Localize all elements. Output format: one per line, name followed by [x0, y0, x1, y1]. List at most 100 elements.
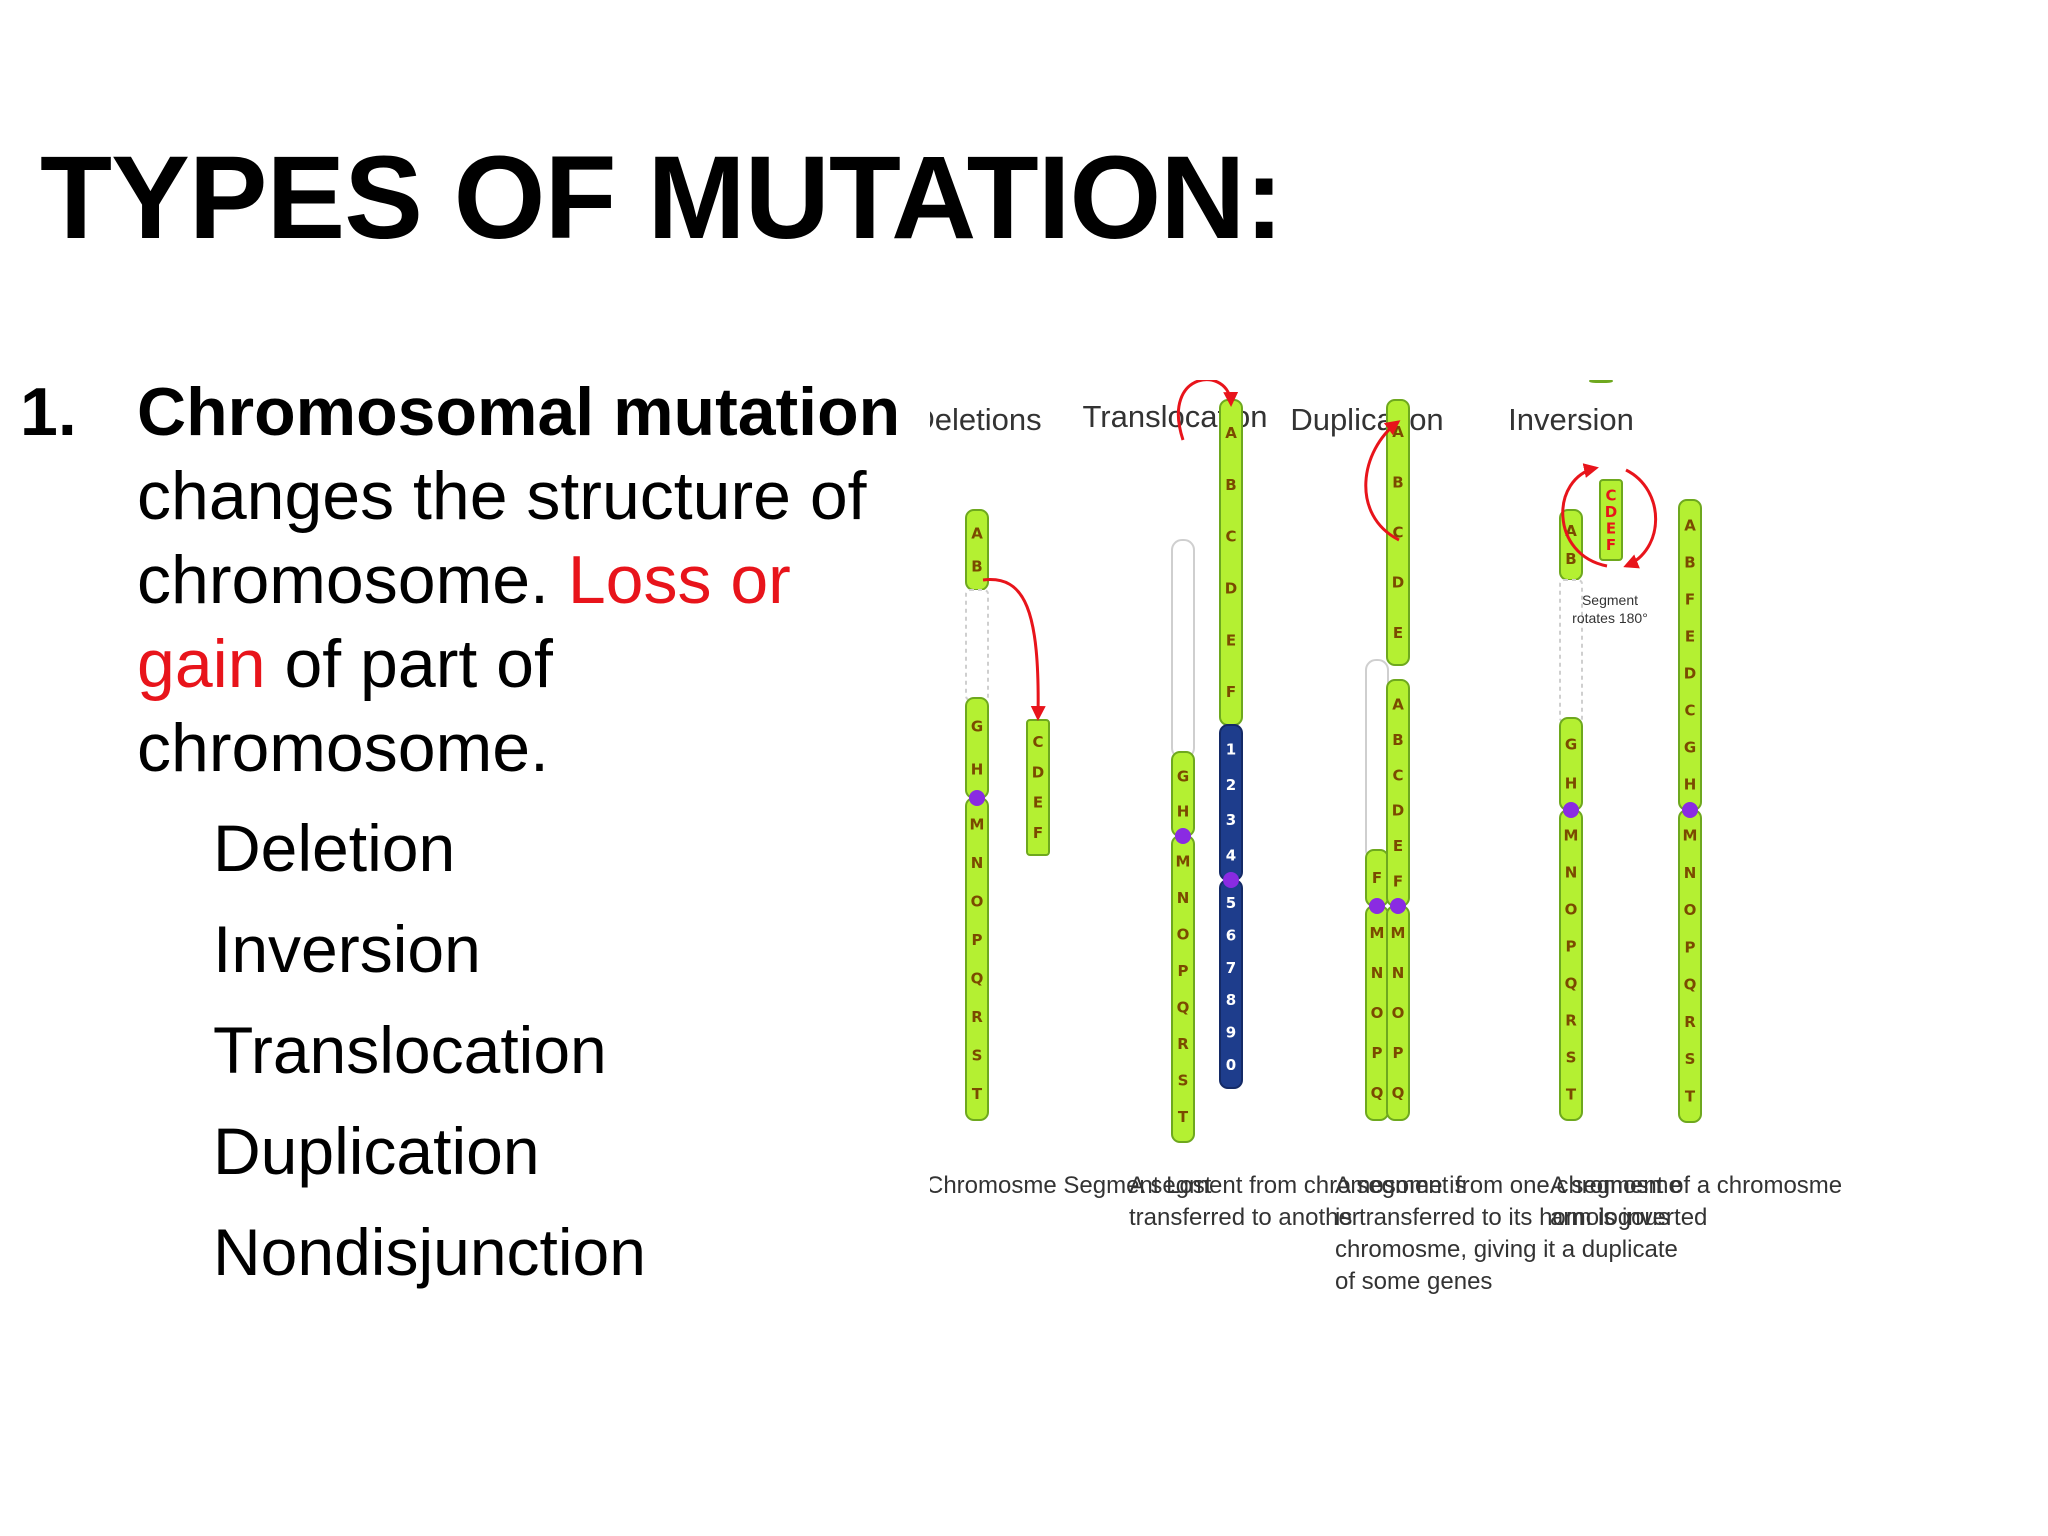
caption-inversion-line-1: A segment of a chromosme — [1550, 1172, 1842, 1199]
type-item-inversion: Inversion — [213, 912, 481, 986]
translocation-right-dark-top-gene-4: 4 — [1226, 846, 1236, 864]
inversion-right-top-gene-C: C — [1684, 702, 1695, 720]
translocation-right-top-gene-F: F — [1226, 683, 1236, 701]
point-text-1: changes the structure of chromosome. — [137, 458, 867, 618]
duplication-right-bottom-gene-Q: Q — [1392, 1084, 1405, 1102]
inversion-right-top-gene-D: D — [1684, 665, 1696, 683]
inversion-left-top-gene-B: B — [1565, 550, 1576, 568]
inversion-right-top-gene-A: A — [1684, 517, 1696, 535]
translocation-left-bottom-gene-T: T — [1178, 1108, 1189, 1126]
translocation-left-bottom-gene-N: N — [1177, 889, 1190, 907]
inversion-right-bottom-gene-S: S — [1685, 1050, 1696, 1068]
translocation-left-bottom-gene-P: P — [1178, 962, 1189, 980]
inversion-left-bottom-gene-N: N — [1565, 864, 1578, 882]
translocation-right-top-gene-B: B — [1225, 476, 1236, 494]
type-item-deletion: Deletion — [213, 811, 456, 885]
deletion-arrow — [982, 578, 1046, 721]
deletion-lost-segment-gene-D: D — [1032, 763, 1044, 781]
duplication-left-bottom-gene-Q: Q — [1371, 1084, 1384, 1102]
translocation-left-bottom-gene-M: M — [1176, 852, 1191, 870]
duplication-right-top-gene-E: E — [1393, 837, 1403, 855]
panel-heading-duplication: Duplication — [1290, 402, 1443, 437]
panel-heading-deletions: Deletions — [930, 402, 1042, 437]
duplication-right-centromere — [1390, 898, 1406, 914]
inversion-right-bottom-gene-R: R — [1684, 1013, 1696, 1031]
inversion-segment — [1599, 479, 1623, 561]
duplication-left-bottom-gene-P: P — [1372, 1044, 1383, 1062]
deletion-chromosome-mid — [965, 697, 989, 799]
duplication-right-bottom-gene-N: N — [1392, 964, 1405, 982]
duplication-short-top — [1589, 380, 1613, 383]
duplication-left-top-gene-F: F — [1372, 869, 1382, 887]
inversion-segment-gene-E: E — [1606, 519, 1616, 537]
translocation-right-dark-bottom-gene-8: 8 — [1226, 991, 1236, 1009]
point-bold-term: Chromosomal mutation — [137, 374, 901, 450]
translocation-left-bottom-gene-O: O — [1177, 925, 1190, 943]
deletion-lost-segment-gene-C: C — [1032, 733, 1043, 751]
inversion-right-top-gene-G: G — [1684, 739, 1696, 757]
inversion-arrow-right — [1623, 468, 1657, 569]
deletion-chromosome-top-gene-B: B — [971, 558, 982, 576]
inversion-left-bottom-gene-Q: Q — [1565, 975, 1578, 993]
deletion-chromosome-mid-gene-H: H — [971, 761, 984, 779]
inversion-left-mid-gene-G: G — [1565, 736, 1577, 754]
translocation-left-blank — [1171, 539, 1195, 759]
translocation-right-dark-bottom-gene-9: 9 — [1226, 1024, 1236, 1042]
inversion-note-line-1: Segment — [1582, 592, 1638, 608]
point-text-2: of part of chromosome. — [137, 626, 553, 786]
deletion-chromosome-bottom — [965, 797, 989, 1121]
inversion-right-bottom-gene-O: O — [1684, 901, 1697, 919]
inversion-right-bottom-gene-M: M — [1683, 827, 1698, 845]
inversion-left-bottom-gene-P: P — [1566, 938, 1577, 956]
inversion-left-gap — [1559, 579, 1583, 723]
deletion-chromosome-bottom-gene-P: P — [972, 931, 983, 949]
duplication-short-chromosome-gene-D: D — [1392, 574, 1404, 592]
duplication-short-chromosome-gene-E: E — [1393, 624, 1403, 642]
translocation-left-bottom — [1171, 835, 1195, 1143]
translocation-arrow — [1176, 380, 1239, 441]
translocation-right-centromere — [1223, 872, 1239, 888]
inversion-left-bottom-gene-M: M — [1564, 827, 1579, 845]
inversion-left-bottom-gene-O: O — [1565, 901, 1578, 919]
translocation-left-top-gene-G: G — [1177, 768, 1189, 786]
inversion-right-top — [1678, 499, 1702, 811]
duplication-right-top-gene-C: C — [1392, 766, 1403, 784]
deletion-lost-segment-gene-E: E — [1033, 794, 1043, 812]
duplication-left-bottom-gene-N: N — [1371, 964, 1384, 982]
translocation-right-dark-bottom-gene-7: 7 — [1226, 959, 1236, 977]
caption-translocation-line-1: A segment from chromosome is — [1129, 1172, 1466, 1199]
slide-title: TYPES OF MUTATION: — [40, 132, 1284, 264]
inversion-right-top-gene-H: H — [1684, 776, 1697, 794]
inversion-right-top-gene-B: B — [1684, 554, 1695, 572]
type-item-duplication: Duplication — [213, 1114, 540, 1188]
deletion-chromosome-bottom-gene-O: O — [971, 892, 984, 910]
translocation-right-top-gene-C: C — [1225, 528, 1236, 546]
inversion-segment-gene-F: F — [1606, 536, 1616, 554]
inversion-left-bottom-gene-T: T — [1566, 1086, 1577, 1104]
translocation-left-bottom-gene-S: S — [1178, 1071, 1189, 1089]
deletion-centromere — [969, 790, 985, 806]
inversion-right-bottom-gene-P: P — [1685, 938, 1696, 956]
point-body: Chromosomal mutation changes the structu… — [137, 370, 917, 790]
inversion-right-bottom-gene-N: N — [1684, 864, 1697, 882]
duplication-right-top-gene-A: A — [1392, 696, 1404, 714]
inversion-right-top-gene-F: F — [1685, 591, 1695, 609]
inversion-segment-gene-C: C — [1605, 486, 1616, 504]
caption-deletions: Chromosme Segment Lost — [930, 1172, 1212, 1199]
inversion-left-bottom-gene-S: S — [1566, 1049, 1577, 1067]
duplication-right-bottom-gene-M: M — [1391, 924, 1406, 942]
caption-duplication-line-1: A segment from one chromosme — [1335, 1172, 1682, 1199]
inversion-arrow-left — [1561, 463, 1608, 568]
chromosome-mutation-diagram: Deletions Translocation Duplication Inve… — [930, 380, 1842, 1295]
translocation-left-top — [1171, 751, 1195, 837]
duplication-short-chromosome-gene-B: B — [1392, 473, 1403, 491]
duplication-left-blank — [1365, 659, 1389, 861]
inversion-left-mid-gene-H: H — [1565, 775, 1578, 793]
deletion-chromosome-mid-gene-G: G — [971, 718, 983, 736]
translocation-right-dark-bottom-gene-0: 0 — [1226, 1056, 1236, 1074]
deletion-lost-segment-gene-F: F — [1033, 824, 1043, 842]
inversion-right-bottom-gene-Q: Q — [1684, 976, 1697, 994]
duplication-right-top-gene-D: D — [1392, 802, 1404, 820]
type-item-nondisjunction: Nondisjunction — [213, 1215, 646, 1289]
translocation-right-top — [1219, 399, 1243, 726]
